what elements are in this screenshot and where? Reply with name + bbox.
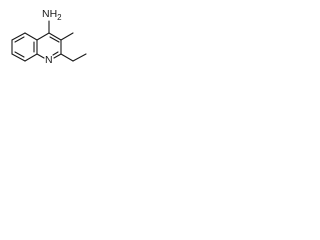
bond-c4a-c5 (24, 32, 38, 41)
bond-c5-c6 (11, 32, 26, 41)
bond-c3-methyl (60, 32, 74, 41)
bond-c7-c8 (11, 53, 26, 62)
amine-label: NH2 (42, 8, 62, 22)
bond-c4-c3 (48, 32, 62, 41)
structure-diagram: NH2 N (11, 8, 87, 66)
bond-c2-n1-inner (52, 51, 59, 56)
bond-n1-c8a (36, 53, 45, 59)
ring-nitrogen-label: N (45, 54, 53, 66)
bond-c4-c3-inner (49, 36, 60, 43)
bond-c2-ethyl-ch2 (60, 53, 74, 62)
bond-c4a-c4 (36, 32, 50, 41)
bond-ethyl-ch3 (72, 53, 87, 62)
bond-c6-c5-inner (14, 36, 25, 43)
bond-c7-c8-inner (14, 51, 25, 58)
bond-c2-n1 (53, 53, 62, 59)
bond-c8-c8a (24, 53, 38, 62)
